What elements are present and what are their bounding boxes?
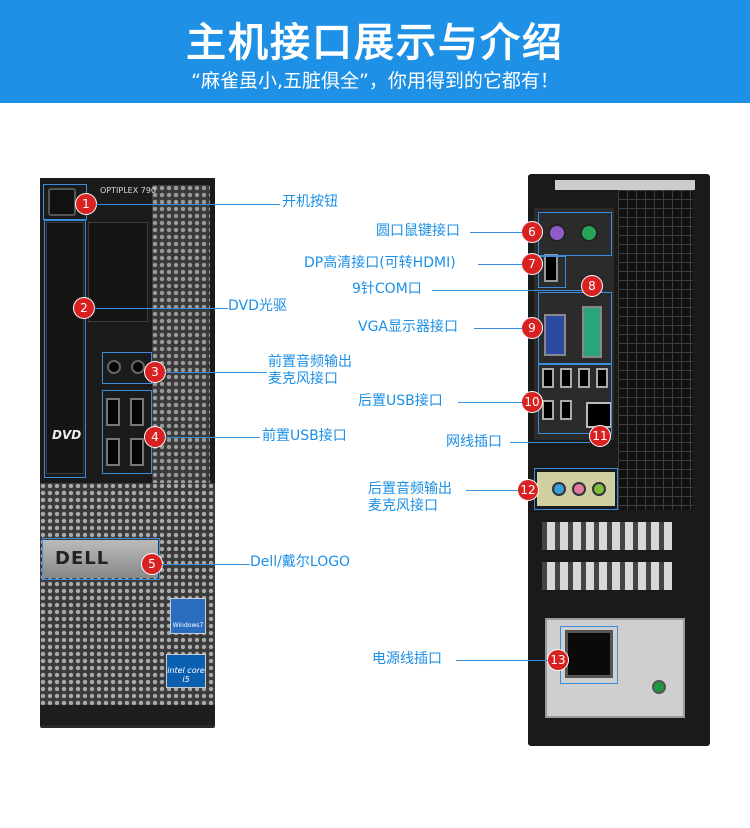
ps2-mouse-port-icon [580, 224, 598, 242]
back-usb-port [542, 400, 554, 420]
label-vga-port: VGA显示器接口 [358, 319, 459, 335]
leader-2 [94, 308, 228, 309]
leader-12 [466, 490, 518, 491]
marker-1: 1 [76, 194, 96, 214]
model-label: OPTIPLEX 790 [100, 186, 156, 195]
marker-12: 12 [518, 480, 538, 500]
vga-com-outline [538, 292, 612, 364]
psu-led-icon [652, 680, 666, 694]
label-front-audio: 前置音频输出 麦克风接口 [268, 354, 352, 388]
label-ethernet-port: 网线插口 [446, 434, 502, 450]
label-com-port: 9针COM口 [352, 281, 422, 297]
dell-logo: DELL [55, 548, 110, 569]
front-usb-port [130, 398, 144, 426]
leader-8 [432, 290, 582, 291]
label-power-button: 开机按钮 [282, 194, 338, 210]
microphone-jack-icon [131, 360, 145, 374]
label-front-audio-line1: 前置音频输出 [268, 354, 352, 370]
marker-11: 11 [590, 426, 610, 446]
dell-logo-plate [42, 540, 158, 578]
line-in-jack-icon [552, 482, 566, 496]
marker-2: 2 [74, 298, 94, 318]
line-out-jack-icon [592, 482, 606, 496]
marker-3: 3 [145, 362, 165, 382]
service-tag-label [555, 180, 695, 190]
marker-13: 13 [548, 650, 568, 670]
mic-jack-icon [572, 482, 586, 496]
vga-port-icon [544, 314, 566, 356]
label-back-audio-line1: 后置音频输出 [368, 481, 452, 497]
leader-1 [96, 204, 280, 205]
power-socket-icon [565, 630, 613, 678]
page-subtitle: “麻雀虽小,五脏俱全”，你用得到的它都有！ [191, 70, 559, 92]
label-back-audio-line2: 麦克风接口 [368, 498, 438, 514]
page-title: 主机接口展示与介绍 [186, 20, 564, 66]
back-vent [618, 190, 693, 510]
back-usb-port [578, 368, 590, 388]
leader-10 [458, 402, 522, 403]
dvd-outline [44, 220, 86, 478]
label-front-usb: 前置USB接口 [262, 428, 347, 444]
expansion-slot-cover [542, 522, 672, 550]
intel-badge-icon [166, 654, 206, 688]
usb-back-outline [538, 364, 612, 434]
headphone-jack-icon [107, 360, 121, 374]
usb-outline [102, 390, 152, 474]
windows-badge-text: Windows7 [172, 622, 204, 629]
ps2-keyboard-port-icon [548, 224, 566, 242]
power-socket-outline [560, 626, 618, 684]
leader-7 [478, 264, 522, 265]
intel-badge-text: intel core i5 [167, 666, 205, 684]
header-banner: 主机接口展示与介绍 “麻雀虽小,五脏俱全”，你用得到的它都有！ [0, 0, 750, 103]
leader-11 [510, 442, 590, 443]
ps2-outline [538, 212, 612, 256]
marker-4: 4 [145, 427, 165, 447]
label-back-usb: 后置USB接口 [358, 393, 443, 409]
label-back-audio: 后置音频输出 麦克风接口 [368, 481, 452, 515]
front-usb-port [106, 398, 120, 426]
dp-outline [538, 256, 566, 288]
back-usb-port [596, 368, 608, 388]
front-usb-port [106, 438, 120, 466]
label-power-socket: 电源线插口 [372, 651, 442, 667]
leader-6 [470, 232, 522, 233]
label-dp-port: DP高清接口(可转HDMI) [304, 255, 456, 271]
drive-bay [88, 222, 148, 322]
power-button-icon [48, 188, 76, 216]
windows-badge-icon [170, 598, 206, 634]
marker-10: 10 [522, 392, 542, 412]
label-dvd-drive: DVD光驱 [228, 298, 287, 314]
back-usb-port [542, 368, 554, 388]
label-ps2-port: 圆口鼠键接口 [376, 223, 460, 239]
leader-5 [162, 564, 250, 565]
marker-6: 6 [522, 222, 542, 242]
marker-5: 5 [142, 554, 162, 574]
back-usb-port [560, 368, 572, 388]
audio-back-outline [534, 468, 618, 510]
marker-7: 7 [522, 254, 542, 274]
expansion-slot-cover [542, 562, 672, 590]
serial-port-icon [582, 306, 602, 358]
leader-13 [456, 660, 548, 661]
label-front-audio-line2: 麦克风接口 [268, 371, 338, 387]
dvd-logo: DVD [52, 428, 82, 442]
marker-9: 9 [522, 318, 542, 338]
front-usb-port [130, 438, 144, 466]
label-dell-logo: Dell/戴尔LOGO [250, 554, 351, 570]
marker-8: 8 [582, 276, 602, 296]
back-usb-port [560, 400, 572, 420]
leader-9 [474, 328, 522, 329]
leader-3 [165, 372, 267, 373]
front-base [40, 705, 215, 725]
leader-4 [165, 437, 260, 438]
dvd-drive [46, 222, 84, 474]
